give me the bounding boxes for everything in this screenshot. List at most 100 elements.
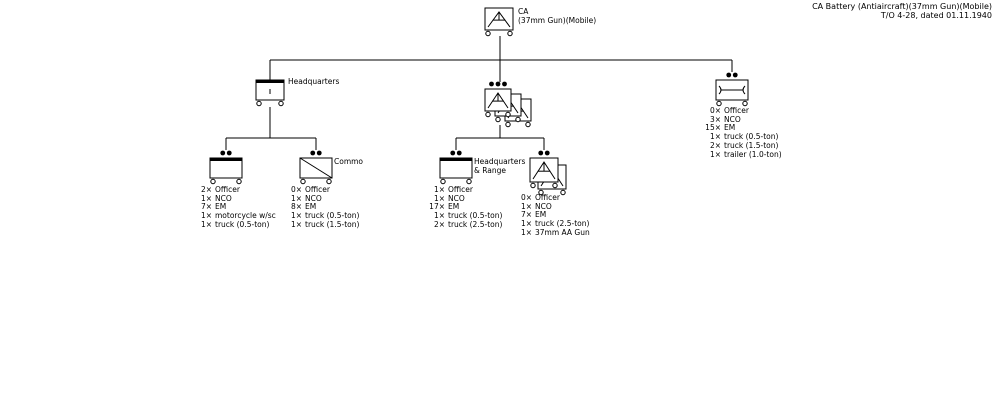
wheel-icon (716, 100, 722, 107)
stat-item: EM (305, 202, 317, 212)
wheel-icon (440, 178, 446, 185)
hq-range-symbol (439, 150, 473, 185)
echelon-dot (726, 72, 732, 78)
title-line2: T/O 4-28, dated 01.11.1940 (880, 11, 992, 20)
stat-item: truck (0.5-ton) (305, 211, 360, 221)
echelon-dot (226, 150, 232, 156)
stat-row: 2×truck (1.5-ton) (704, 140, 782, 151)
wheel-icon (530, 182, 536, 189)
signal-bolt-icon (299, 157, 333, 179)
stat-item: truck (1.5-ton) (724, 140, 779, 150)
stat-qty: 7× (200, 202, 212, 212)
stat-row: 1×NCO (428, 193, 502, 204)
maintenance-jaw-left (718, 85, 722, 95)
stat-row: 1×truck (1.5-ton) (290, 220, 359, 230)
stat-qty: 3× (709, 114, 721, 124)
stat-row: 2×truck (2.5-ton) (428, 219, 503, 230)
stat-item: truck (2.5-ton) (448, 219, 503, 229)
stat-row: 7×EM (520, 211, 590, 220)
stat-item: 37mm AA Gun (535, 227, 590, 237)
stat-qty: 1× (200, 211, 212, 221)
stat-qty: 1× (290, 211, 302, 221)
stat-item: NCO (305, 193, 322, 203)
hq-section-symbol (209, 150, 243, 185)
stat-row: 0×Officer (704, 106, 782, 116)
stat-qty: 0× (520, 193, 532, 202)
stat-row: 1×NCO (520, 201, 590, 212)
stat-row: 3×NCO (704, 114, 782, 125)
wheel-icon (210, 178, 216, 185)
wheel-icon (466, 178, 472, 185)
echelon-dot (220, 150, 226, 156)
hq-range-line2: & Range (474, 165, 507, 175)
echelon-dot (456, 150, 462, 156)
stat-row: 1×truck (0.5-ton) (704, 132, 782, 142)
stat-item: Officer (448, 185, 473, 194)
stat-qty: 1× (520, 201, 532, 211)
stat-qty: 1× (709, 132, 721, 142)
wheel-icon (507, 30, 513, 37)
stat-item: NCO (535, 201, 552, 211)
stat-item: trailer (1.0-ton) (724, 149, 782, 159)
stat-item: truck (0.5-ton) (448, 211, 503, 221)
stat-row: 1×truck (0.5-ton) (428, 211, 503, 221)
commo-label: Commo (334, 157, 364, 166)
echelon-dot (450, 150, 456, 156)
wheel-icon (485, 111, 491, 118)
stat-row: 0×Officer (290, 185, 359, 195)
wheel-icon (560, 189, 566, 196)
stat-item: truck (2.5-ton) (535, 219, 590, 229)
echelon-dot (489, 81, 494, 87)
stat-item: NCO (215, 193, 232, 203)
stat-qty: 17× (429, 202, 445, 212)
maintenance-symbol (715, 72, 749, 107)
wheel-icon (278, 100, 284, 107)
stat-item: truck (0.5-ton) (215, 219, 270, 229)
stat-qty: 0× (290, 185, 302, 194)
stat-row: 0×Officer (520, 193, 590, 203)
stat-item: EM (535, 210, 547, 220)
wheel-icon (485, 30, 491, 37)
stat-item: EM (448, 202, 460, 212)
stat-row: 17×EM (428, 203, 502, 212)
root-unit-designation: (37mm Gun)(Mobile) (518, 15, 597, 25)
wheel-icon (326, 178, 332, 185)
headquarters-label: Headquarters (288, 77, 340, 86)
hq-bar (440, 158, 472, 161)
stat-item: motorcycle w/sc (215, 211, 276, 221)
wheel-icon (495, 116, 501, 123)
wheel-icon (552, 182, 558, 189)
stat-item: NCO (448, 193, 465, 203)
stat-row: 1×motorcycle w/sc (200, 211, 276, 221)
wheel-icon (236, 178, 242, 185)
stat-qty: 1× (709, 149, 721, 159)
stat-item: NCO (724, 114, 741, 124)
hq-bar (256, 80, 284, 83)
stat-qty: 1× (433, 185, 445, 194)
headquarters-symbol (255, 79, 285, 107)
stat-row: 2×Officer (200, 185, 276, 195)
echelon-dot (310, 150, 316, 156)
stat-qty: 2× (709, 140, 721, 150)
stat-qty: 0× (709, 106, 721, 115)
hq-range-label: Headquarters & Range (474, 157, 526, 175)
stat-item: Officer (724, 106, 749, 115)
commo-symbol (299, 150, 333, 185)
hq-range-line1: Headquarters (474, 157, 526, 166)
hq-bar (210, 158, 242, 161)
wheel-icon (505, 111, 511, 118)
wheel-icon (256, 100, 262, 107)
stat-qty: 1× (200, 193, 212, 203)
stat-qty: 1× (520, 227, 532, 237)
wheel-icon (742, 100, 748, 107)
stat-row: 1×trailer (1.0-ton) (704, 149, 782, 160)
stat-row: 1×truck (0.5-ton) (290, 211, 360, 221)
stat-row: 1×NCO (200, 193, 276, 204)
stat-qty: 8× (290, 202, 302, 212)
gun-section-symbol (529, 150, 559, 189)
stat-qty: 7× (520, 210, 532, 220)
stat-row: 15×EM (704, 124, 782, 133)
